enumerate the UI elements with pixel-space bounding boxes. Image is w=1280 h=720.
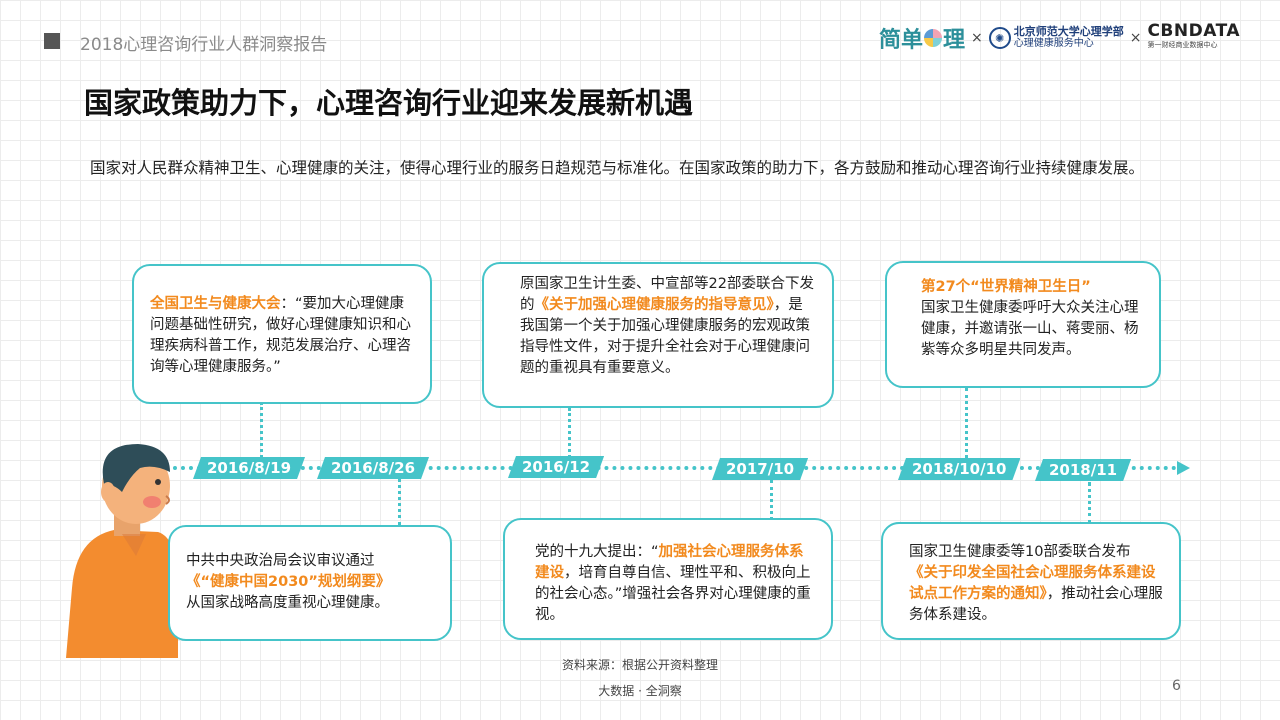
connector-line <box>770 480 773 520</box>
bnu-seal-icon: ✺ <box>988 27 1011 49</box>
bnu-logo-line2: 心理健康服务中心 <box>1013 38 1094 49</box>
card-text: ，是我国第一个关于加强心理健康服务的宏观政策指导性文件，对于提升全社会对于心理健… <box>520 297 810 376</box>
card-highlight: 《关于印发全国社会心理服务体系建设试点工作方案的通知》 <box>909 565 1156 602</box>
times-separator: × <box>970 30 983 46</box>
connector-line <box>260 402 263 458</box>
connector-line <box>1088 482 1091 524</box>
event-card-2016-8-26: 中共中央政治局会议审议通过 《“健康中国2030”规划纲要》 从国家战略高度重视… <box>168 525 452 641</box>
card-text: 原国家卫生计生委、中宣部等22部委联合下发的 <box>520 276 814 313</box>
timeline-date: 2018/10/10 <box>898 458 1020 480</box>
event-card-2018-10-10: 第27个“世界精神卫生日” 国家卫生健康委呼吁大众关注心理健康，并邀请张一山、蒋… <box>885 261 1161 388</box>
bnu-logo-line1: 北京师范大学心理学部 <box>1013 25 1124 38</box>
jiandan-logo-left: 简单 <box>878 28 923 53</box>
card-highlight: 全国卫生与健康大会 <box>150 296 281 312</box>
card-highlight: 第27个“世界精神卫生日” <box>921 279 1091 295</box>
card-text: 中共中央政治局会议审议通过 <box>186 553 375 569</box>
card-text: 国家卫生健康委呼吁大众关注心理健康，并邀请张一山、蒋雯丽、杨紫等众多明星共同发声… <box>921 300 1139 358</box>
card-highlight: 加强社会心理服务体系建设 <box>535 544 804 581</box>
timeline-date: 2016/12 <box>508 456 604 478</box>
timeline-date: 2016/8/26 <box>317 457 429 479</box>
connector-line <box>398 478 401 526</box>
page-title: 国家政策助力下，心理咨询行业迎来发展新机遇 <box>84 86 694 120</box>
card-highlight: 《“健康中国2030”规划纲要》 <box>186 574 391 590</box>
jiandanxinli-logo: 简单 理 <box>879 22 965 54</box>
event-card-2016-12: 原国家卫生计生委、中宣部等22部委联合下发的《关于加强心理健康服务的指导意见》，… <box>482 262 834 408</box>
cbndata-logo-line1: CBNDATA <box>1147 21 1240 41</box>
timeline-line <box>165 466 1177 470</box>
timeline-date: 2016/8/19 <box>193 457 305 479</box>
card-text: 党的十九大提出：“ <box>535 544 659 560</box>
cbndata-logo-line2: 第一财经商业数据中心 <box>1147 41 1218 49</box>
event-card-2017-10: 党的十九大提出：“加强社会心理服务体系建设，培育自尊自信、理性平和、积极向上的社… <box>503 518 833 640</box>
jiandan-logo-icon <box>923 29 942 47</box>
person-illustration <box>66 444 178 658</box>
report-title: 2018心理咨询行业人群洞察报告 <box>80 35 328 55</box>
event-card-2018-11: 国家卫生健康委等10部委联合发布 《关于印发全国社会心理服务体系建设试点工作方案… <box>881 522 1181 640</box>
timeline-date: 2017/10 <box>712 458 808 480</box>
connector-line <box>965 388 968 458</box>
jiandan-logo-right: 理 <box>942 28 965 53</box>
source-note: 资料来源：根据公开资料整理 <box>561 658 718 672</box>
footer-slogan: 大数据 · 全洞察 <box>598 684 682 698</box>
card-highlight: 《关于加强心理健康服务的指导意见》 <box>534 297 774 313</box>
card-text: ：“要加大心理健康问题基础性研究，做好心理健康知识和心理疾病科普工作，规范发展治… <box>150 296 411 375</box>
partner-logos: 简单 理 × ✺ 北京师范大学心理学部 心理健康服务中心 × CBNDATA 第… <box>879 22 1240 54</box>
connector-line <box>568 408 571 458</box>
timeline-arrow-icon <box>1177 461 1190 475</box>
card-text: 国家卫生健康委等10部委联合发布 <box>909 544 1131 560</box>
card-text: ，培育自尊自信、理性平和、积极向上的社会心态。”增强社会各界对心理健康的重视。 <box>535 565 811 623</box>
intro-paragraph: 国家对人民群众精神卫生、心理健康的关注，使得心理行业的服务日趋规范与标准化。在国… <box>90 159 1145 177</box>
times-separator: × <box>1129 30 1142 46</box>
event-card-2016-8-19: 全国卫生与健康大会：“要加大心理健康问题基础性研究，做好心理健康知识和心理疾病科… <box>132 264 432 404</box>
timeline-date: 2018/11 <box>1035 459 1131 481</box>
bnu-logo: ✺ 北京师范大学心理学部 心理健康服务中心 <box>988 25 1124 50</box>
card-text: ，推动社会心理服务体系建设。 <box>909 586 1163 623</box>
card-text: 从国家战略高度重视心理健康。 <box>186 595 389 611</box>
cbndata-logo: CBNDATA 第一财经商业数据中心 <box>1147 21 1240 52</box>
page-number: 6 <box>1172 678 1181 694</box>
header-square-icon <box>44 33 60 49</box>
